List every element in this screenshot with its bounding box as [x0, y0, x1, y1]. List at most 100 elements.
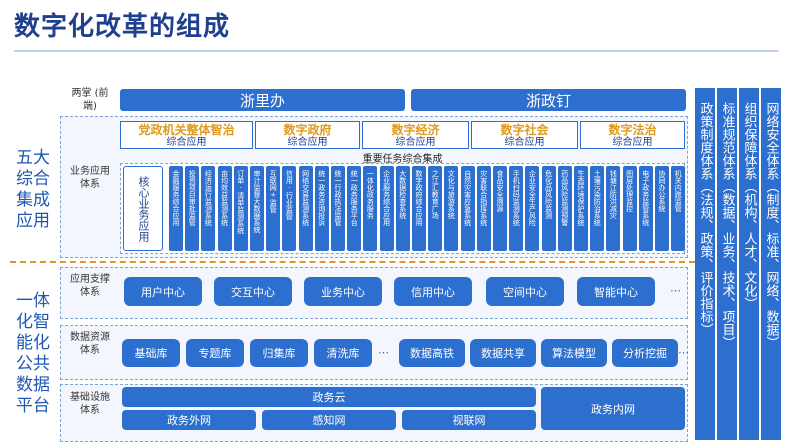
business-app-column[interactable]: 协同办公系统	[655, 166, 669, 251]
business-app-column-label: 互联网+监管	[269, 170, 278, 213]
business-app-column[interactable]: 经济运行监测系统	[201, 166, 216, 251]
right-col-organization[interactable]: 组织保障体系（机构、人才、文化）	[739, 88, 759, 440]
business-app-column[interactable]: 生态环境保护系统	[574, 166, 588, 251]
business-app-column-label: 图层处理监控	[625, 170, 634, 212]
business-app-column[interactable]: 统一政务服务平台	[347, 166, 362, 251]
business-app-column[interactable]: 订单·清单监测系统	[233, 166, 248, 251]
business-app-column-label: 土壤污染防治系统	[593, 170, 602, 226]
business-app-column[interactable]: 自然灾害应急系统	[460, 166, 475, 251]
business-app-column-label: 数字政府综合应用	[415, 170, 423, 226]
app-head-sub: 综合应用	[287, 137, 328, 148]
business-app-column-label: 亩均效益监测系统	[220, 170, 229, 226]
page-title: 数字化改革的组成	[14, 12, 231, 42]
business-app-column-label: 统一政务服务平台	[350, 170, 359, 226]
right-col-policy[interactable]: 政策制度体系（法规、政策、评价指标）	[695, 88, 715, 440]
business-app-column[interactable]: 亩均效益监测系统	[217, 166, 232, 251]
business-app-column[interactable]: 电子政务监管系统	[638, 166, 653, 251]
app-head-digital-economy[interactable]: 数字经济 综合应用	[362, 121, 469, 149]
business-app-column-label: 企业安全生产风险	[528, 170, 537, 226]
algorithm-model[interactable]: 算法模型	[541, 339, 607, 367]
business-app-column[interactable]: 统一政务咨询投诉	[314, 166, 329, 251]
app-head-sub: 综合应用	[612, 137, 653, 148]
business-app-column[interactable]: 网络交易监测系统	[298, 166, 313, 251]
business-app-column-label: 危化品风险监测	[544, 170, 553, 219]
data-collection-library[interactable]: 归集库	[250, 339, 308, 367]
business-app-column-label: 钱塘江防洪减灾	[609, 170, 618, 219]
business-app-column[interactable]: 大数据检查系统	[395, 166, 410, 251]
integration-caption: 重要任务综合集成	[362, 154, 443, 165]
right-col-standards[interactable]: 标准规范体系（数据、业务、技术、项目）	[717, 88, 737, 440]
support-credit-center[interactable]: 信用中心	[394, 277, 472, 306]
app-head-sub: 综合应用	[504, 137, 545, 148]
business-app-column[interactable]: 土壤污染防治系统	[590, 166, 605, 251]
layer-label-infra: 基础设施体系	[70, 392, 110, 416]
video-network[interactable]: 视联网	[402, 410, 536, 430]
title-rule	[14, 50, 779, 52]
business-app-column-label: 经济运行监测系统	[204, 170, 213, 226]
business-app-column[interactable]: 图层处理监控	[622, 166, 637, 251]
app-head-party-gov[interactable]: 党政机关整体智治 综合应用	[120, 121, 253, 149]
business-app-column[interactable]: 药品风险监测预警	[557, 166, 572, 251]
gov-cloud-bar[interactable]: 政务云	[122, 387, 536, 407]
support-business-center[interactable]: 业务中心	[304, 277, 382, 306]
gov-intranet[interactable]: 政务内网	[541, 387, 685, 430]
data-high-speed-rail[interactable]: 数据高铁	[399, 339, 465, 367]
business-app-column[interactable]: 信用·行业监管	[282, 166, 297, 251]
right-col-policy-text: 政策制度体系（法规、政策、评价指标）	[697, 102, 713, 336]
business-app-column[interactable]: 投资项目审批监管	[185, 166, 200, 251]
data-cleaning-library[interactable]: 清洗库	[314, 339, 372, 367]
business-app-column[interactable]: 食品安全溯源	[493, 166, 507, 251]
app-head-sub: 综合应用	[395, 137, 436, 148]
layer-label-data: 数据资源体系	[70, 332, 110, 356]
app-head-digital-gov[interactable]: 数字政府 综合应用	[255, 121, 360, 149]
support-user-center[interactable]: 用户中心	[124, 277, 202, 306]
right-col-security[interactable]: 网络安全体系（制度、标准、网络、数据）	[761, 88, 781, 440]
business-app-column[interactable]: 企业服务综合应用	[379, 166, 394, 251]
business-app-column[interactable]: 互联网+监管	[266, 166, 281, 251]
core-business-box[interactable]: 核心业务应用	[123, 166, 163, 251]
business-app-column[interactable]: 企业安全生产风险	[525, 166, 540, 251]
business-app-column-label: 之江汇教育广场	[431, 170, 440, 219]
business-app-column[interactable]: 金融服务综合应用	[169, 166, 183, 251]
business-app-column-label: 食品安全溯源	[496, 170, 504, 212]
business-app-column[interactable]: 灾害联合指挥系统	[476, 166, 491, 251]
support-interaction-center[interactable]: 交互中心	[214, 277, 292, 306]
business-app-column-label: 文化与旅游系统	[447, 170, 456, 219]
app-head-title: 数字法治	[608, 123, 657, 137]
data-sharing[interactable]: 数据共享	[470, 339, 536, 367]
right-col-organization-text: 组织保障体系（机构、人才、文化）	[741, 102, 757, 310]
business-app-column[interactable]: 钱塘江防洪减灾	[606, 166, 621, 251]
business-app-column-label: 统一行政执法监管	[334, 170, 342, 226]
business-app-column[interactable]: 审计监督大数据系统	[250, 166, 264, 251]
app-head-digital-law[interactable]: 数字法治 综合应用	[580, 121, 685, 149]
business-app-column-label: 灾害联合指挥系统	[479, 170, 488, 226]
business-app-column[interactable]: 危化品风险监测	[541, 166, 556, 251]
business-app-column[interactable]: 数字政府综合应用	[412, 166, 426, 251]
business-app-column[interactable]: 机关内跑监管	[671, 166, 686, 251]
business-app-column-label: 机关内跑监管	[674, 170, 683, 212]
business-app-column[interactable]: 之江汇教育广场	[428, 166, 443, 251]
business-app-column[interactable]: 手机扫码监测系统	[509, 166, 524, 251]
app-head-digital-society[interactable]: 数字社会 综合应用	[471, 121, 578, 149]
support-ellipsis: ⋯	[670, 284, 682, 297]
business-app-column-label: 信用·行业监管	[285, 170, 294, 220]
support-space-center[interactable]: 空间中心	[486, 277, 564, 306]
business-app-column-label: 投资项目审批监管	[188, 170, 197, 226]
business-app-column[interactable]: 统一行政执法监管	[331, 166, 345, 251]
zhezhengding-bar[interactable]: 浙政钉	[411, 89, 686, 111]
support-smart-center[interactable]: 智能中心	[577, 277, 655, 306]
gov-extranet[interactable]: 政务外网	[122, 410, 256, 430]
business-app-column-label: 大数据检查系统	[398, 170, 407, 219]
business-app-column[interactable]: 文化与旅游系统	[444, 166, 459, 251]
business-app-column[interactable]: 一体化政务服务	[363, 166, 378, 251]
business-app-column-label: 协同办公系统	[658, 170, 666, 212]
business-app-column-label: 手机扫码监测系统	[512, 170, 521, 226]
analysis-mining[interactable]: 分析挖掘	[612, 339, 678, 367]
data-ellipsis-right: ⋯	[678, 346, 690, 359]
data-base-library[interactable]: 基础库	[122, 339, 180, 367]
layer-label-business: 业务应用体系	[70, 166, 110, 190]
data-topic-library[interactable]: 专题库	[186, 339, 244, 367]
zheliban-bar[interactable]: 浙里办	[120, 89, 405, 111]
app-head-title: 党政机关整体智治	[138, 123, 235, 137]
sensing-network[interactable]: 感知网	[262, 410, 396, 430]
